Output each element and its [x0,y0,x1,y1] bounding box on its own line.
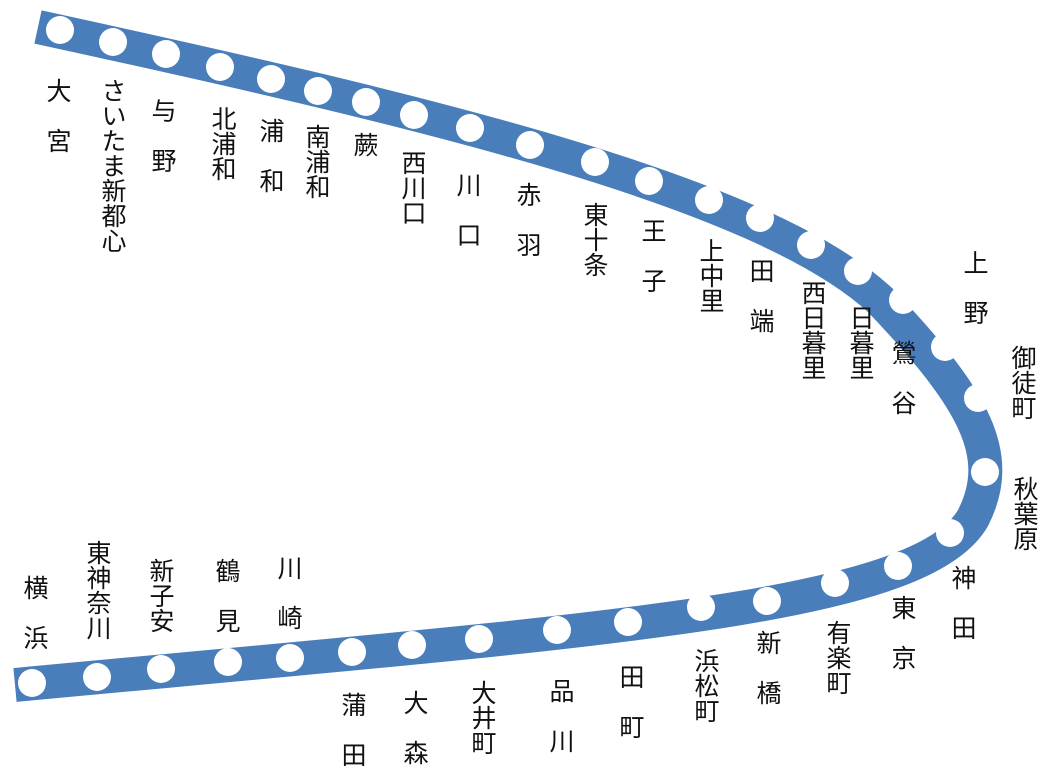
station-label-shinagawa: 品 川 [546,678,575,753]
station-label-oji: 王 子 [638,218,667,293]
station-dots [18,16,999,697]
station-label-kita-urawa: 北浦和 [208,106,237,181]
station-dot-shinagawa [543,616,571,644]
station-label-oimachi: 大井町 [468,680,497,755]
station-dot-akihabara [971,458,999,486]
station-dot-kawaguchi [456,114,484,142]
station-dot-tamachi [614,608,642,636]
station-label-tokyo: 東 京 [888,595,917,670]
station-dot-minami-urawa [304,77,332,105]
station-label-kanda: 神 田 [948,565,977,640]
station-dot-tokyo [884,552,912,580]
station-dot-omori [398,631,426,659]
station-label-saitama-shintoshin: さいたま新都心 [98,78,127,253]
station-dot-akabane [516,131,544,159]
station-dot-kami-nakazato [695,186,723,214]
station-dot-yono [152,40,180,68]
station-label-nippori: 日暮里 [846,305,875,380]
station-label-nishi-kawaguchi: 西川口 [398,150,427,225]
station-label-minami-urawa: 南浦和 [302,124,331,199]
station-dot-saitama-shintoshin [99,28,127,56]
station-label-warabi: 蕨 [350,132,379,157]
station-dot-yokohama [18,669,46,697]
station-label-yono: 与 野 [148,98,177,173]
station-dot-yurakucho [821,569,849,597]
station-label-akabane: 赤 羽 [513,182,542,257]
station-label-yurakucho: 有楽町 [823,620,852,695]
station-label-yokohama: 横 浜 [20,575,49,650]
station-label-tabata: 田 端 [746,258,775,333]
station-label-tamachi: 田 町 [616,664,645,739]
station-dot-warabi [352,88,380,116]
station-dot-hamamatsucho [687,593,715,621]
station-dot-omiya [46,16,74,44]
station-dot-ueno [931,333,959,361]
station-label-kawaguchi: 川 口 [453,172,482,247]
station-dot-oimachi [465,625,493,653]
station-label-ueno: 上 野 [960,250,989,325]
station-dot-nishi-kawaguchi [400,101,428,129]
station-dot-shin-koyasu [147,655,175,683]
station-label-kawasaki: 川 崎 [274,555,303,630]
station-dot-uguisudani [889,286,917,314]
station-dot-shimbashi [753,587,781,615]
station-label-shin-koyasu: 新子安 [146,558,175,633]
station-dot-oji [635,167,663,195]
station-label-omiya: 大 宮 [43,78,72,153]
station-label-higashi-kanagawa: 東神奈川 [83,540,112,640]
station-dot-kanda [936,519,964,547]
station-label-hamamatsucho: 浜松町 [691,648,720,723]
station-dot-kawasaki [276,644,304,672]
station-dot-nippori [844,257,872,285]
station-label-tsurumi: 鶴 見 [212,558,241,633]
station-dot-nishi-nippori [797,231,825,259]
station-label-kamata: 蒲 田 [338,692,367,767]
station-dot-kita-urawa [206,53,234,81]
station-label-okachimachi: 御徒町 [1008,345,1037,420]
station-dot-kamata [338,638,366,666]
station-label-higashi-jujo: 東十条 [580,202,609,277]
station-label-urawa: 浦 和 [256,118,285,193]
station-label-akihabara: 秋葉原 [1010,476,1039,551]
station-dot-higashi-kanagawa [83,663,111,691]
station-label-uguisudani: 鶯 谷 [888,340,917,415]
station-label-shimbashi: 新 橋 [753,630,782,705]
station-dot-higashi-jujo [581,148,609,176]
station-dot-tabata [746,204,774,232]
station-dot-tsurumi [214,648,242,676]
station-dot-okachimachi [964,384,992,412]
station-label-omori: 大 森 [400,690,429,765]
station-label-kami-nakazato: 上中里 [696,238,725,313]
rail-track [13,10,1003,702]
station-label-nishi-nippori: 西日暮里 [798,280,827,380]
station-dot-urawa [257,65,285,93]
